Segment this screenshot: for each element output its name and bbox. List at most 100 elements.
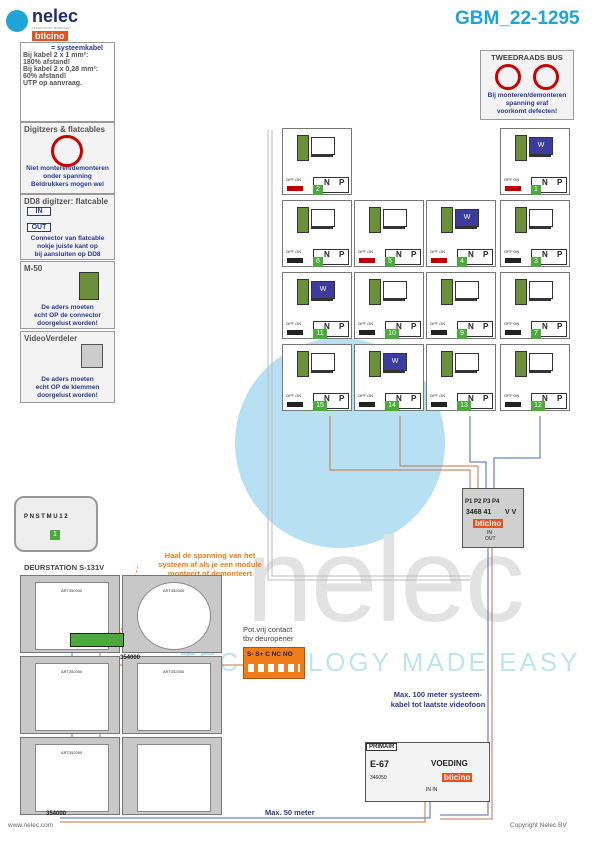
distributor-in: IN bbox=[487, 530, 492, 536]
monitor-stand bbox=[311, 155, 333, 157]
terminal-block bbox=[70, 633, 124, 647]
distributor-out: OUT bbox=[485, 536, 496, 542]
monitor-stand bbox=[455, 299, 477, 301]
bus-warning-title: TWEEDRAADS BUS bbox=[491, 53, 563, 62]
monitor-number: 11 bbox=[313, 329, 327, 339]
p-label: P bbox=[339, 250, 345, 259]
dip-switch bbox=[431, 258, 447, 263]
monitor-number: 15 bbox=[313, 401, 327, 411]
dip-label-m: M bbox=[46, 514, 52, 520]
n-label: N bbox=[324, 178, 330, 187]
contact-screws bbox=[248, 664, 300, 672]
off-on-label: OFF ON bbox=[286, 249, 302, 254]
n-label: N bbox=[542, 250, 548, 259]
legend-vv-title: VideoVerdeler bbox=[24, 334, 78, 343]
monitor-number: 13 bbox=[457, 401, 471, 411]
m50-connector bbox=[515, 279, 527, 305]
dip-switch bbox=[359, 402, 375, 407]
door-station-note: Haal de spanning van het systeem af als … bbox=[130, 551, 290, 578]
bus-warning-line: spanning eraf bbox=[505, 100, 549, 107]
monitor-screen bbox=[311, 137, 335, 155]
monitor-screen bbox=[311, 353, 335, 371]
bus-wire bbox=[267, 130, 470, 581]
legend-dd8: DD8 digitzer: flatcable IN OUT Connector… bbox=[20, 194, 115, 260]
off-on-label: OFF ON bbox=[430, 249, 446, 254]
p-label: P bbox=[411, 394, 417, 403]
module-code: ART352000 bbox=[163, 669, 185, 674]
monitor-number: 5 bbox=[385, 257, 395, 267]
p-label: P bbox=[411, 250, 417, 259]
monitor-stand bbox=[383, 227, 405, 229]
bus-wire bbox=[440, 548, 489, 816]
m50-connector bbox=[441, 351, 453, 377]
monitor-screen bbox=[455, 353, 479, 371]
dip-value: 1 bbox=[50, 530, 60, 540]
p-label: P bbox=[557, 250, 563, 259]
logo: nelec TECHNOLOGY MADE EASY bticino bbox=[6, 6, 96, 44]
distributor-code: 3468 41 bbox=[466, 509, 492, 516]
module-code: ART350000 bbox=[61, 588, 83, 593]
contact-terminals: S- S+ C NC NO bbox=[247, 651, 293, 658]
n-label: N bbox=[468, 394, 474, 403]
off-on-label: OFF ON bbox=[430, 321, 446, 326]
logo-tagline: TECHNOLOGY MADE EASY bbox=[32, 26, 72, 30]
bus-warning-line: Bij monteren/demonteren bbox=[487, 92, 567, 99]
legend-dd8-line: Connector van flatcable bbox=[30, 235, 105, 242]
monitor-screen bbox=[529, 209, 553, 227]
p-label: P bbox=[557, 322, 563, 331]
logo-brand: nelec bbox=[32, 6, 79, 26]
max50-note: Max. 50 meter bbox=[265, 808, 315, 817]
monitor-screen bbox=[383, 281, 407, 299]
legend-vv-line: De aders moeten bbox=[41, 376, 94, 383]
n-label: N bbox=[542, 394, 548, 403]
bus-wire-red bbox=[399, 416, 479, 488]
note-line: systeem af als je een module bbox=[158, 560, 262, 569]
legend-digitizers-line: Niet monteren/demonteren bbox=[26, 165, 109, 172]
monitor-screen: W bbox=[383, 353, 407, 371]
dip-switch bbox=[359, 330, 375, 335]
contact-title: Pot.vrij contact tbv deuropener bbox=[243, 625, 293, 643]
dip-label-u: U 1 2 bbox=[53, 514, 68, 520]
n-label: N bbox=[468, 250, 474, 259]
legend-digitizers: Digitzers & flatcables Niet monteren/dem… bbox=[20, 122, 115, 194]
bus-warning: TWEEDRAADS BUS Bij monteren/demonteren s… bbox=[480, 50, 574, 120]
n-label: N bbox=[542, 178, 548, 187]
monitor-stand bbox=[529, 371, 551, 373]
n-label: N bbox=[468, 322, 474, 331]
monitor-screen bbox=[529, 281, 553, 299]
m50-connector bbox=[297, 279, 309, 305]
off-on-label: OFF ON bbox=[504, 321, 520, 326]
monitor-screen bbox=[383, 209, 407, 227]
monitor-screen bbox=[311, 209, 335, 227]
off-on-label: OFF ON bbox=[358, 321, 374, 326]
dip-switch bbox=[505, 330, 521, 335]
dip-switch bbox=[287, 258, 303, 263]
m50-connector bbox=[369, 207, 381, 233]
p-label: P bbox=[339, 322, 345, 331]
document-code: GBM_22-1295 bbox=[455, 8, 580, 29]
legend-cable-title: = systeemkabel bbox=[51, 45, 103, 52]
legend-m50-line: De aders moeten bbox=[41, 304, 94, 311]
module-face bbox=[137, 744, 211, 812]
monitor-number: 10 bbox=[385, 329, 399, 339]
dip-switch bbox=[287, 402, 303, 407]
module-code: ART352000 bbox=[61, 669, 83, 674]
n-label: N bbox=[396, 322, 402, 331]
legend-cable: = systeemkabel Bij kabel 2 x 1 mm²: 180%… bbox=[20, 42, 115, 122]
dip-switch bbox=[359, 258, 375, 263]
footer-left: www.nelec.com bbox=[8, 822, 54, 829]
legend-dd8-line: nokje juiste kant op bbox=[37, 243, 98, 250]
dip-switch bbox=[505, 402, 521, 407]
dip-switch bbox=[431, 402, 447, 407]
monitor-stand bbox=[455, 227, 477, 229]
door-module: ART352000 bbox=[20, 737, 120, 815]
